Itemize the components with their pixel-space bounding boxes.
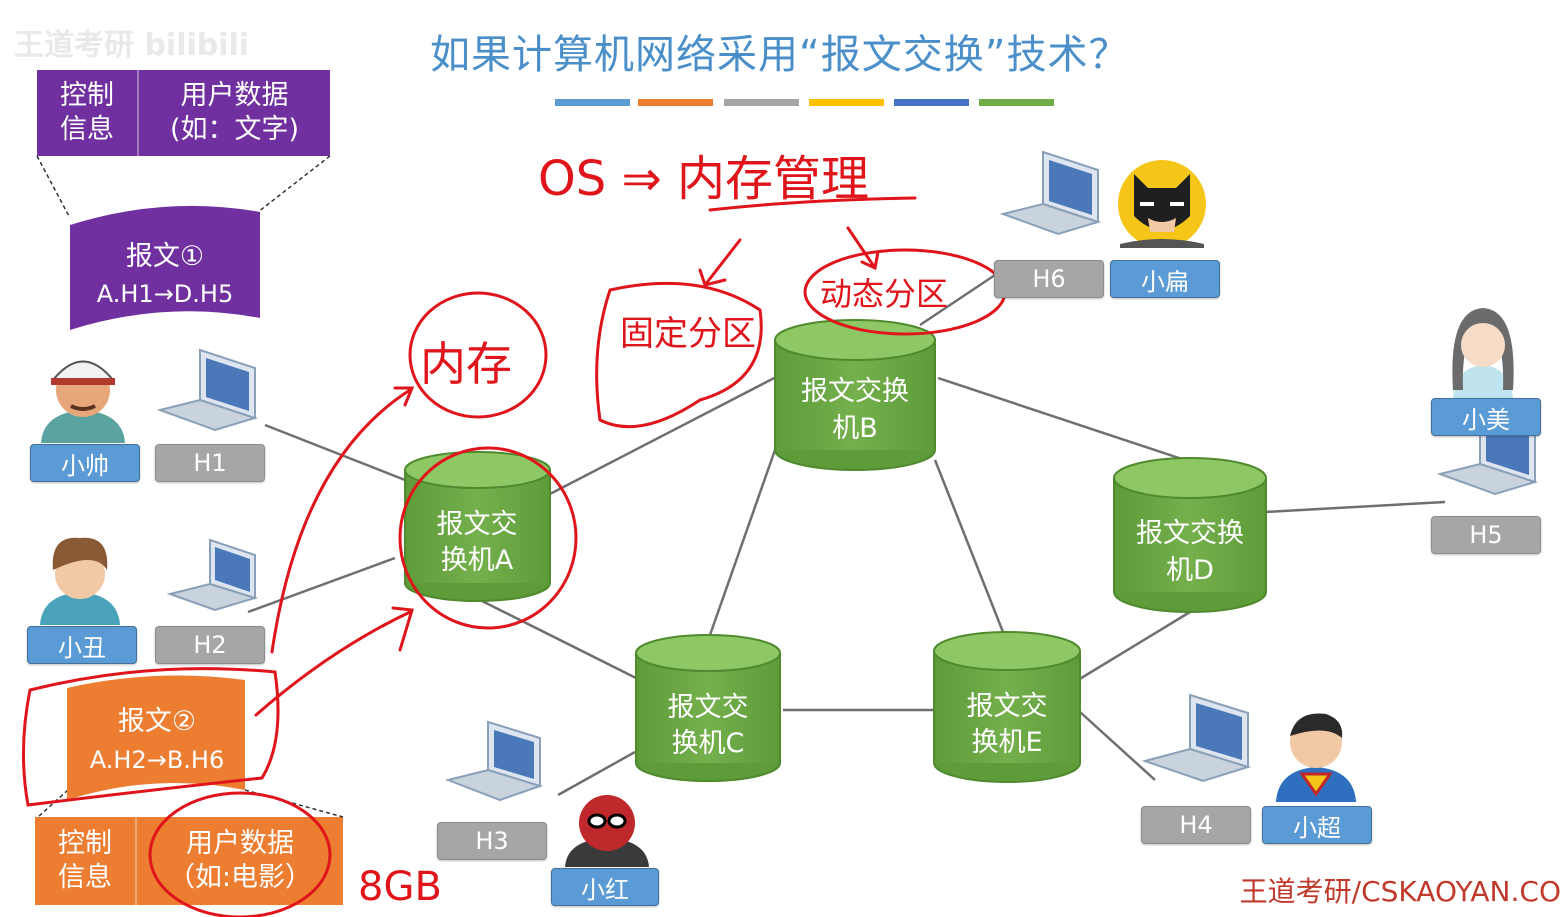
user-label: 小帅 bbox=[30, 444, 140, 482]
host-label-h1: H1 bbox=[155, 444, 265, 482]
link-b-c bbox=[708, 449, 777, 636]
user-data-line: （如:电影） bbox=[167, 862, 313, 893]
control-info-cell: 控制 信息 bbox=[35, 817, 137, 905]
switch-e: 报文交 换机E bbox=[933, 631, 1081, 783]
switch-label: 报文交 bbox=[668, 692, 749, 723]
switch-b: 报文交换 机B bbox=[774, 319, 936, 471]
message-header-top: 控制 信息 用户数据 (如：文字) bbox=[37, 70, 330, 156]
message-title: 报文① bbox=[126, 241, 204, 272]
user-avatar bbox=[1276, 713, 1356, 802]
arrow-to-memory bbox=[270, 388, 412, 654]
link-b-e bbox=[933, 459, 1005, 633]
color-bar bbox=[894, 99, 969, 106]
user-data-line: 用户数据 bbox=[185, 828, 294, 859]
user-label: 小超 bbox=[1262, 806, 1372, 844]
user-data-cell: 用户数据 (如：文字) bbox=[139, 70, 330, 156]
bubble-fixed bbox=[595, 281, 763, 429]
user-avatar bbox=[41, 360, 125, 443]
switch-label: 报文交换 bbox=[1136, 518, 1244, 549]
underline-memory-mgmt bbox=[708, 196, 917, 212]
link-b-d bbox=[937, 376, 1186, 462]
link-h2-a bbox=[247, 556, 396, 614]
circle-user-data bbox=[148, 791, 332, 917]
link-a-c bbox=[479, 598, 641, 682]
host-label-h6: H6 bbox=[994, 260, 1104, 298]
user-label: 小红 bbox=[551, 868, 659, 906]
link-e-d bbox=[1077, 610, 1191, 682]
annotation-dynamic: 动态分区 bbox=[820, 275, 948, 313]
user-label: 小丑 bbox=[27, 626, 137, 664]
link-d-h5 bbox=[1264, 500, 1446, 514]
switch-label: 换机A bbox=[441, 545, 514, 576]
laptop-icon bbox=[1141, 693, 1252, 783]
laptop-icon bbox=[166, 538, 259, 612]
user-avatar bbox=[1118, 160, 1206, 248]
user-avatar bbox=[1452, 308, 1514, 398]
message-2: 报文② A.H2→B.H6 bbox=[67, 675, 245, 800]
message-route: A.H2→B.H6 bbox=[90, 746, 224, 774]
host-label-h2: H2 bbox=[155, 626, 265, 664]
link-a-b bbox=[547, 373, 781, 497]
message-1: 报文① A.H1→D.H5 bbox=[70, 205, 260, 330]
annotation-fixed: 固定分区 bbox=[620, 314, 756, 354]
link-e-h4 bbox=[1079, 711, 1156, 781]
switch-label: 机D bbox=[1166, 555, 1214, 586]
message-route: A.H1→D.H5 bbox=[97, 280, 233, 308]
brand-footer: 王道考研/CSKAOYAN.CO bbox=[1239, 875, 1561, 908]
arrow-to-switch bbox=[254, 610, 412, 717]
circle-switch-a bbox=[398, 446, 578, 630]
control-info-line: 信息 bbox=[58, 862, 112, 893]
user-data-line: 用户数据 bbox=[180, 80, 289, 111]
laptop-icon bbox=[999, 150, 1102, 236]
host-label-h5: H5 bbox=[1431, 516, 1541, 554]
control-info-line: 控制 bbox=[58, 828, 112, 859]
control-info-line: 控制 bbox=[60, 80, 114, 111]
host-label-h3: H3 bbox=[437, 822, 547, 860]
laptop-icon bbox=[156, 348, 259, 432]
switch-d: 报文交换 机D bbox=[1113, 457, 1267, 613]
annotation-size: 8GB bbox=[358, 864, 442, 910]
user-label: 小美 bbox=[1431, 398, 1541, 436]
user-data-cell: 用户数据 （如:电影） bbox=[137, 817, 343, 905]
annotation-os: OS ⇒ 内存管理 bbox=[538, 151, 869, 207]
switch-label: 报文交换 bbox=[801, 376, 909, 407]
color-bar bbox=[555, 99, 630, 106]
network-links bbox=[247, 273, 1446, 797]
link-h1-a bbox=[264, 423, 406, 482]
circle-memory bbox=[408, 291, 548, 419]
control-info-line: 信息 bbox=[60, 114, 114, 145]
laptop-icon bbox=[444, 720, 544, 802]
box-message-2 bbox=[21, 667, 280, 807]
switch-label: 报文交 bbox=[967, 691, 1048, 722]
color-bar bbox=[724, 99, 799, 106]
user-data-line: (如：文字) bbox=[169, 114, 300, 145]
user-avatar bbox=[565, 795, 649, 867]
red-annotations bbox=[21, 196, 1007, 917]
user-avatar bbox=[40, 537, 120, 625]
message-title: 报文② bbox=[118, 706, 196, 737]
user-label: 小扁 bbox=[1110, 260, 1220, 298]
color-bar bbox=[979, 99, 1054, 106]
switch-label: 换机E bbox=[971, 727, 1042, 758]
switch-label: 机B bbox=[832, 413, 878, 444]
switch-label: 换机C bbox=[672, 728, 745, 759]
slide-title: 如果计算机网络采用“报文交换”技术？ bbox=[430, 32, 1130, 78]
annotation-memory: 内存 bbox=[420, 337, 512, 391]
switch-c: 报文交 换机C bbox=[635, 634, 781, 782]
color-bar bbox=[638, 99, 713, 106]
host-label-h4: H4 bbox=[1141, 806, 1251, 844]
watermark: 王道考研 bilibili bbox=[14, 28, 250, 63]
color-bar bbox=[809, 99, 884, 106]
control-info-cell: 控制 信息 bbox=[37, 70, 139, 156]
link-c-h3 bbox=[557, 750, 636, 797]
red-annotation-text: OS ⇒ 内存管理 固定分区 动态分区 内存 8GB bbox=[358, 151, 948, 910]
message-header-bottom: 控制 信息 用户数据 （如:电影） bbox=[35, 817, 343, 905]
switch-label: 报文交 bbox=[437, 509, 518, 540]
link-b-h6 bbox=[919, 273, 996, 327]
